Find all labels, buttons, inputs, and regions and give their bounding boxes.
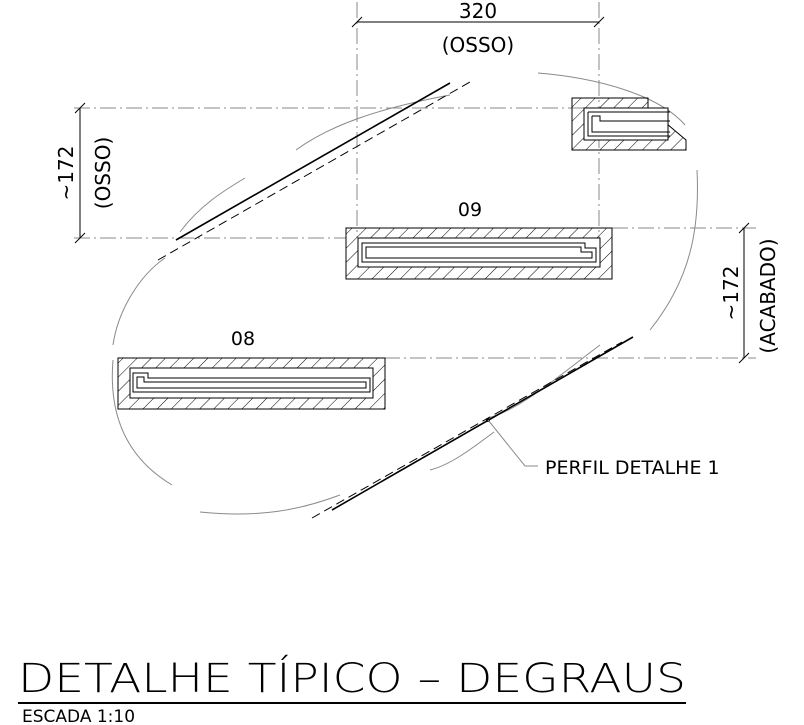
callout-perfil-detalhe: PERFIL DETALHE 1	[545, 457, 720, 479]
reference-lines	[74, 2, 756, 359]
step-08-label: 08	[231, 328, 255, 350]
dimension-left-note: (OSSO)	[91, 137, 115, 209]
drawing-scale: ESCADA 1:10	[22, 707, 135, 725]
step-08-section	[117, 357, 386, 410]
dimension-right	[738, 222, 750, 364]
dimension-left-value: ~172	[54, 146, 78, 201]
callout-leader	[486, 418, 538, 467]
dimension-left	[74, 102, 86, 244]
step-10-partial-section	[571, 97, 687, 151]
step-09-label: 09	[458, 199, 482, 221]
dimension-top	[351, 16, 605, 28]
guide-arcs	[111, 72, 698, 515]
dimension-right-note: (ACABADO)	[756, 238, 780, 353]
step-09-section	[345, 227, 613, 280]
dimension-top-note: (OSSO)	[442, 33, 514, 57]
stringer-lower	[311, 336, 634, 519]
drawing-title: DETALHE TÍPICO – DEGRAUS	[18, 654, 686, 702]
stringer-upper	[157, 81, 471, 261]
dimension-top-value: 320	[459, 0, 497, 23]
dimension-right-value: ~172	[719, 266, 743, 321]
